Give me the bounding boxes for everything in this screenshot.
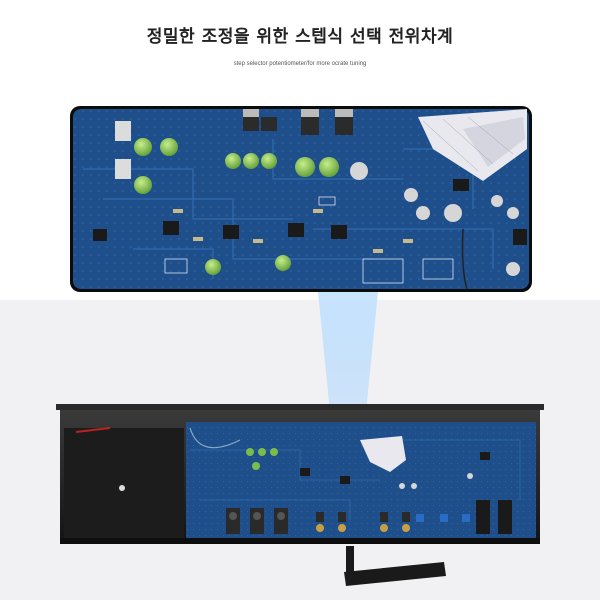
front-connectors — [226, 500, 512, 534]
ribbon-cable — [418, 109, 527, 181]
antenna — [344, 546, 446, 586]
page-title: 정밀한 조정을 위한 스텝식 선택 전위차계 — [146, 27, 454, 47]
device-photo — [56, 404, 544, 586]
ic-chips — [93, 179, 527, 245]
pcb-closeup-panel — [70, 106, 532, 292]
page-subtitle: step selector potentiometer/for more ocr… — [233, 61, 367, 67]
power-compartment — [64, 427, 184, 540]
pcb-closeup-image — [73, 109, 529, 289]
capacitors — [134, 138, 520, 276]
